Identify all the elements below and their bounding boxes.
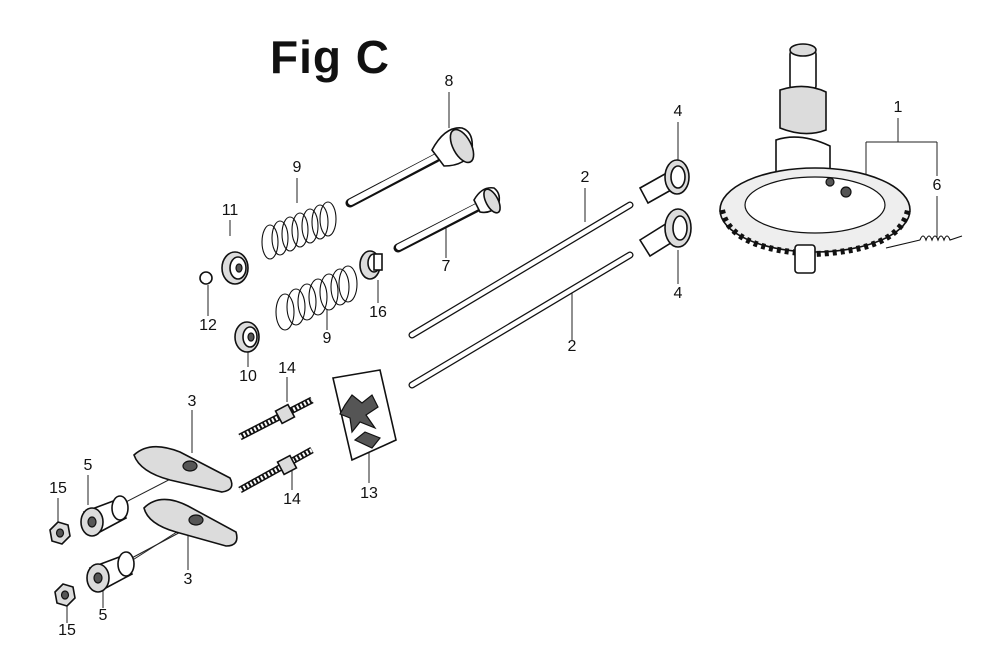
callout-15-upper: 15 — [49, 480, 67, 497]
callout-2-lower: 2 — [567, 338, 577, 355]
figure-title: Fig C — [270, 31, 390, 83]
callout-14-lower: 14 — [283, 491, 301, 508]
callout-3-lower: 3 — [183, 571, 193, 588]
callout-16: 16 — [369, 304, 387, 321]
callout-6: 6 — [932, 177, 942, 194]
rocker-stud-lower — [238, 446, 314, 494]
callout-14-upper: 14 — [278, 360, 296, 377]
callout-5-upper: 5 — [83, 457, 93, 474]
breather-plate — [332, 369, 397, 462]
callout-10: 10 — [239, 368, 257, 385]
rocker-pivot-lower — [86, 551, 135, 593]
tappet-upper — [638, 159, 690, 205]
rocker-arm-upper — [133, 445, 233, 493]
rocker-pivot-upper — [80, 495, 129, 537]
callout-5-lower: 5 — [98, 607, 108, 624]
callout-11: 11 — [221, 202, 239, 219]
valve-spring-upper — [261, 201, 337, 260]
callout-12: 12 — [199, 317, 217, 334]
callout-7: 7 — [441, 258, 451, 275]
callout-1: 1 — [893, 99, 903, 116]
tappet-lower — [638, 208, 692, 258]
valve-lower — [393, 186, 501, 253]
valve-spring-lower — [275, 265, 358, 331]
camshaft-assembly — [719, 43, 911, 274]
lock-nut-lower — [54, 583, 76, 607]
callout-8: 8 — [444, 73, 454, 90]
lock-nut-upper — [49, 521, 71, 545]
callout-4-upper: 4 — [673, 103, 683, 120]
valve-upper — [345, 127, 475, 208]
callout-3-upper: 3 — [187, 393, 197, 410]
decompressor-spring — [885, 235, 963, 249]
callout-4-lower: 4 — [673, 285, 683, 302]
push-rod-lower — [408, 251, 634, 389]
callout-13: 13 — [360, 485, 378, 502]
callout-9-lower: 9 — [322, 330, 332, 347]
callout-2-upper: 2 — [580, 169, 590, 186]
valve-stem-seal — [359, 250, 383, 280]
push-rod-upper — [408, 201, 634, 339]
spring-retainer-lower — [234, 321, 260, 353]
spring-retainer-upper — [221, 251, 249, 285]
callout-9-upper: 9 — [292, 159, 302, 176]
rocker-stud-upper — [238, 396, 314, 441]
valve-collet — [199, 271, 213, 285]
rocker-arm-lower — [143, 498, 238, 547]
callout-15-lower: 15 — [58, 622, 76, 639]
